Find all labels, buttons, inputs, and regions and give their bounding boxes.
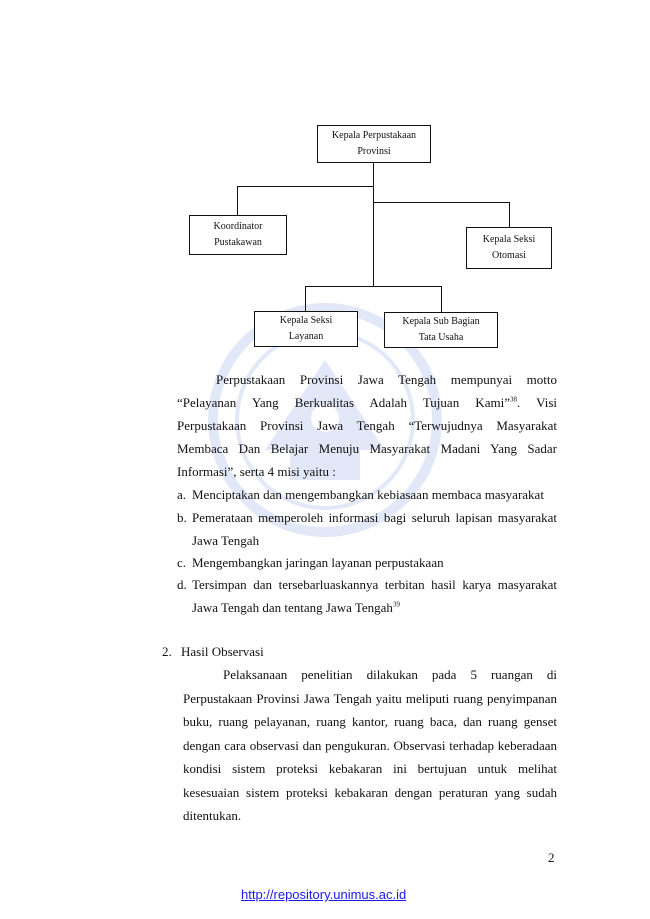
section-number: 2.	[162, 644, 172, 659]
footnote-ref-39: 39	[392, 600, 400, 609]
org-box-kepala-seksi-layanan: Kepala Seksi Layanan	[254, 311, 358, 347]
org-box-label: Kepala Sub Bagian Tata Usaha	[402, 316, 480, 343]
list-item: d. Tersimpan dan tersebarluaskannya terb…	[177, 574, 557, 620]
org-line-bottom-branch	[305, 286, 442, 287]
org-line-left-drop	[237, 186, 238, 215]
footnote-ref-38: 38	[509, 395, 517, 404]
list-marker: a.	[177, 487, 187, 502]
org-box-label: Koordinator Pustakawan	[213, 221, 263, 248]
org-line-left-branch	[237, 186, 374, 187]
list-item: c. Mengembangkan jaringan layanan perpus…	[177, 552, 557, 575]
section-heading: 2. Hasil Observasi	[162, 641, 264, 663]
list-text: Mengembangkan jaringan layanan perpustak…	[192, 555, 444, 570]
org-line-bottom-right-drop	[441, 286, 442, 312]
org-box-kepala-seksi-otomasi: Kepala Seksi Otomasi	[466, 227, 552, 269]
intro-line-4: Membaca Dan Belajar Menuju Masyarakat Ma…	[177, 441, 557, 456]
org-box-label: Kepala Perpustakaan Provinsi	[331, 130, 417, 157]
org-box-label: Kepala Seksi Layanan	[279, 315, 333, 342]
org-box-label: Kepala Seksi Otomasi	[482, 234, 536, 261]
org-line-right-drop	[509, 202, 510, 227]
intro-line-1: Perpustakaan Provinsi Jawa Tengah mempun…	[216, 372, 557, 387]
intro-line-3: Perpustakaan Provinsi Jawa Tengah “Terwu…	[177, 418, 557, 433]
page-number: 2	[548, 850, 555, 865]
org-line-right-branch	[373, 202, 510, 203]
intro-line-5: Informasi”, serta 4 misi yaitu :	[177, 464, 336, 479]
intro-line-2: “Pelayanan Yang Berkualitas Adalah Tujua…	[177, 395, 557, 410]
list-text: Pemerataan memperoleh informasi bagi sel…	[192, 510, 557, 548]
repository-link[interactable]: http://repository.unimus.ac.id	[241, 887, 407, 902]
list-marker: c.	[177, 555, 187, 570]
motto-text: “Pelayanan Yang Berkualitas Adalah Tujua…	[177, 395, 510, 410]
list-item: b. Pemerataan memperoleh informasi bagi …	[177, 507, 557, 553]
list-item: a. Menciptakan dan mengembangkan kebiasa…	[177, 484, 557, 507]
org-box-kepala-sub-bagian-tata-usaha: Kepala Sub Bagian Tata Usaha	[384, 312, 498, 348]
section-title: Hasil Observasi	[181, 644, 264, 659]
org-box-kepala-perpustakaan: Kepala Perpustakaan Provinsi	[317, 125, 431, 163]
list-text: Menciptakan dan mengembangkan kebiasaan …	[192, 487, 544, 502]
observation-paragraph: Pelaksanaan penelitian dilakukan pada 5 …	[183, 667, 557, 823]
org-line-head-down	[373, 162, 374, 287]
org-line-bottom-left-drop	[305, 286, 306, 312]
org-box-koordinator-pustakawan: Koordinator Pustakawan	[189, 215, 287, 255]
list-text: Tersimpan dan tersebarluaskannya terbita…	[192, 577, 557, 615]
list-marker: d.	[177, 577, 187, 592]
list-marker: b.	[177, 510, 187, 525]
